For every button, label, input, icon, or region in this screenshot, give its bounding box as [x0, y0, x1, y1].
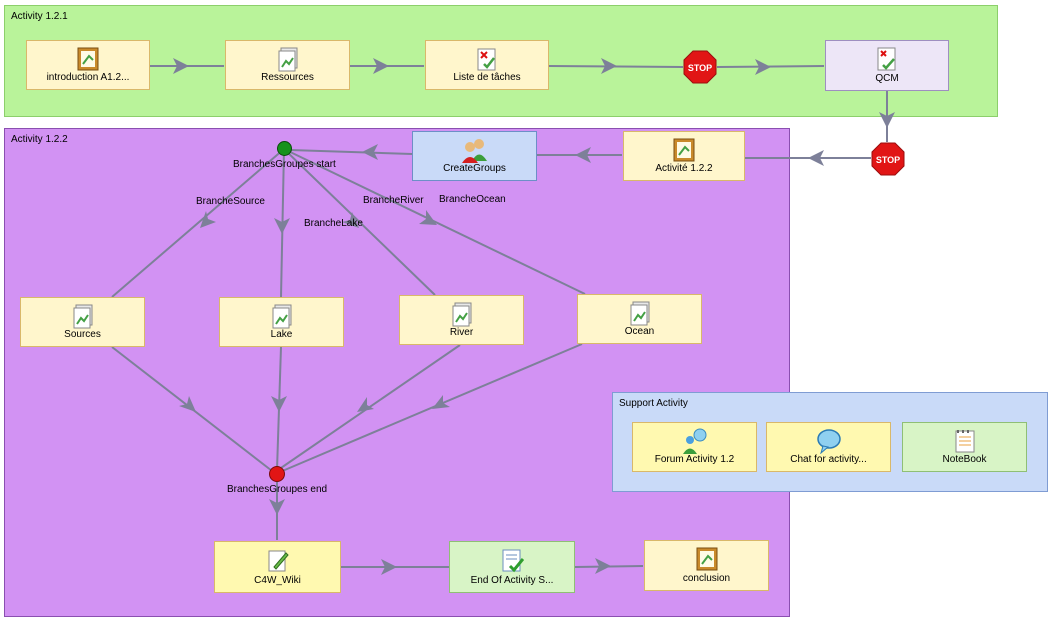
stop-sign-icon: STOP — [871, 142, 905, 176]
node-chat[interactable]: Chat for activity... — [766, 422, 891, 472]
node-conclusion-label: conclusion — [682, 573, 731, 584]
checklist-icon — [502, 549, 524, 573]
branch-ocean-label: BrancheOcean — [439, 194, 506, 205]
notepad-icon — [673, 138, 695, 162]
wiki-edit-icon — [268, 550, 289, 572]
node-sources-label: Sources — [64, 329, 101, 340]
stop-sign-text: STOP — [688, 63, 712, 73]
branches-start-marker[interactable] — [277, 141, 292, 156]
group-users-icon — [461, 139, 487, 163]
stop-sign-text: STOP — [876, 155, 900, 165]
branches-end-marker[interactable] — [269, 466, 285, 482]
node-create-groups[interactable]: CreateGroups — [412, 131, 537, 181]
node-qcm-label: QCM — [875, 73, 899, 84]
resource-icon — [630, 301, 649, 326]
node-ocean[interactable]: Ocean — [577, 294, 702, 344]
node-ressources[interactable]: Ressources — [225, 40, 350, 90]
node-notebook[interactable]: NoteBook — [902, 422, 1027, 472]
branches-start-label: BranchesGroupes start — [233, 159, 336, 170]
node-ocean-label: Ocean — [624, 326, 655, 337]
node-chat-label: Chat for activity... — [790, 454, 867, 465]
stop-gate-2[interactable]: STOP — [871, 142, 905, 176]
node-river-label: River — [449, 327, 474, 338]
node-liste-taches[interactable]: Liste de tâches — [425, 40, 549, 90]
forum-icon — [682, 428, 706, 454]
branch-river-label: BrancheRiver — [363, 195, 424, 206]
node-end-of-activity-label: End Of Activity S... — [470, 575, 554, 586]
node-conclusion[interactable]: conclusion — [644, 540, 769, 591]
activity-121-title: Activity 1.2.1 — [11, 11, 68, 22]
stop-sign-icon: STOP — [683, 50, 717, 84]
stop-gate-1[interactable]: STOP — [683, 50, 717, 84]
notebook-icon — [955, 430, 974, 453]
node-introduction[interactable]: introduction A1.2... — [26, 40, 150, 90]
node-activite-122[interactable]: Activité 1.2.2 — [623, 131, 745, 181]
support-activity-title: Support Activity — [619, 398, 688, 409]
edge-arrowheads — [173, 58, 895, 575]
resource-icon — [73, 304, 92, 329]
branches-end-label: BranchesGroupes end — [227, 484, 328, 495]
activity-122-title: Activity 1.2.2 — [11, 134, 68, 145]
quiz-icon — [877, 47, 896, 71]
node-lake[interactable]: Lake — [219, 297, 344, 347]
node-river[interactable]: River — [399, 295, 524, 345]
notepad-icon — [77, 47, 99, 71]
node-ressources-label: Ressources — [261, 72, 314, 83]
task-list-icon — [477, 48, 496, 71]
node-end-of-activity[interactable]: End Of Activity S... — [449, 541, 575, 593]
branch-lake-label: BrancheLake — [304, 218, 363, 229]
node-forum-label: Forum Activity 1.2 — [654, 454, 735, 465]
node-notebook-label: NoteBook — [942, 454, 987, 465]
node-qcm[interactable]: QCM — [825, 40, 949, 91]
node-c4w-wiki[interactable]: C4W_Wiki — [214, 541, 341, 593]
node-forum[interactable]: Forum Activity 1.2 — [632, 422, 757, 472]
node-c4w-wiki-label: C4W_Wiki — [254, 575, 301, 586]
resource-icon — [452, 302, 471, 327]
notepad-icon — [696, 547, 717, 571]
node-sources[interactable]: Sources — [20, 297, 145, 347]
resource-icon — [272, 304, 291, 329]
node-create-groups-label: CreateGroups — [443, 163, 506, 174]
activity-122-region: Activity 1.2.2 — [4, 128, 790, 617]
node-activite-122-label: Activité 1.2.2 — [655, 163, 713, 174]
node-introduction-label: introduction A1.2... — [46, 72, 130, 83]
branch-source-label: BrancheSource — [196, 196, 265, 207]
node-lake-label: Lake — [270, 329, 293, 340]
chat-bubble-icon — [816, 429, 841, 454]
resource-icon — [278, 47, 297, 72]
node-liste-taches-label: Liste de tâches — [453, 72, 521, 83]
